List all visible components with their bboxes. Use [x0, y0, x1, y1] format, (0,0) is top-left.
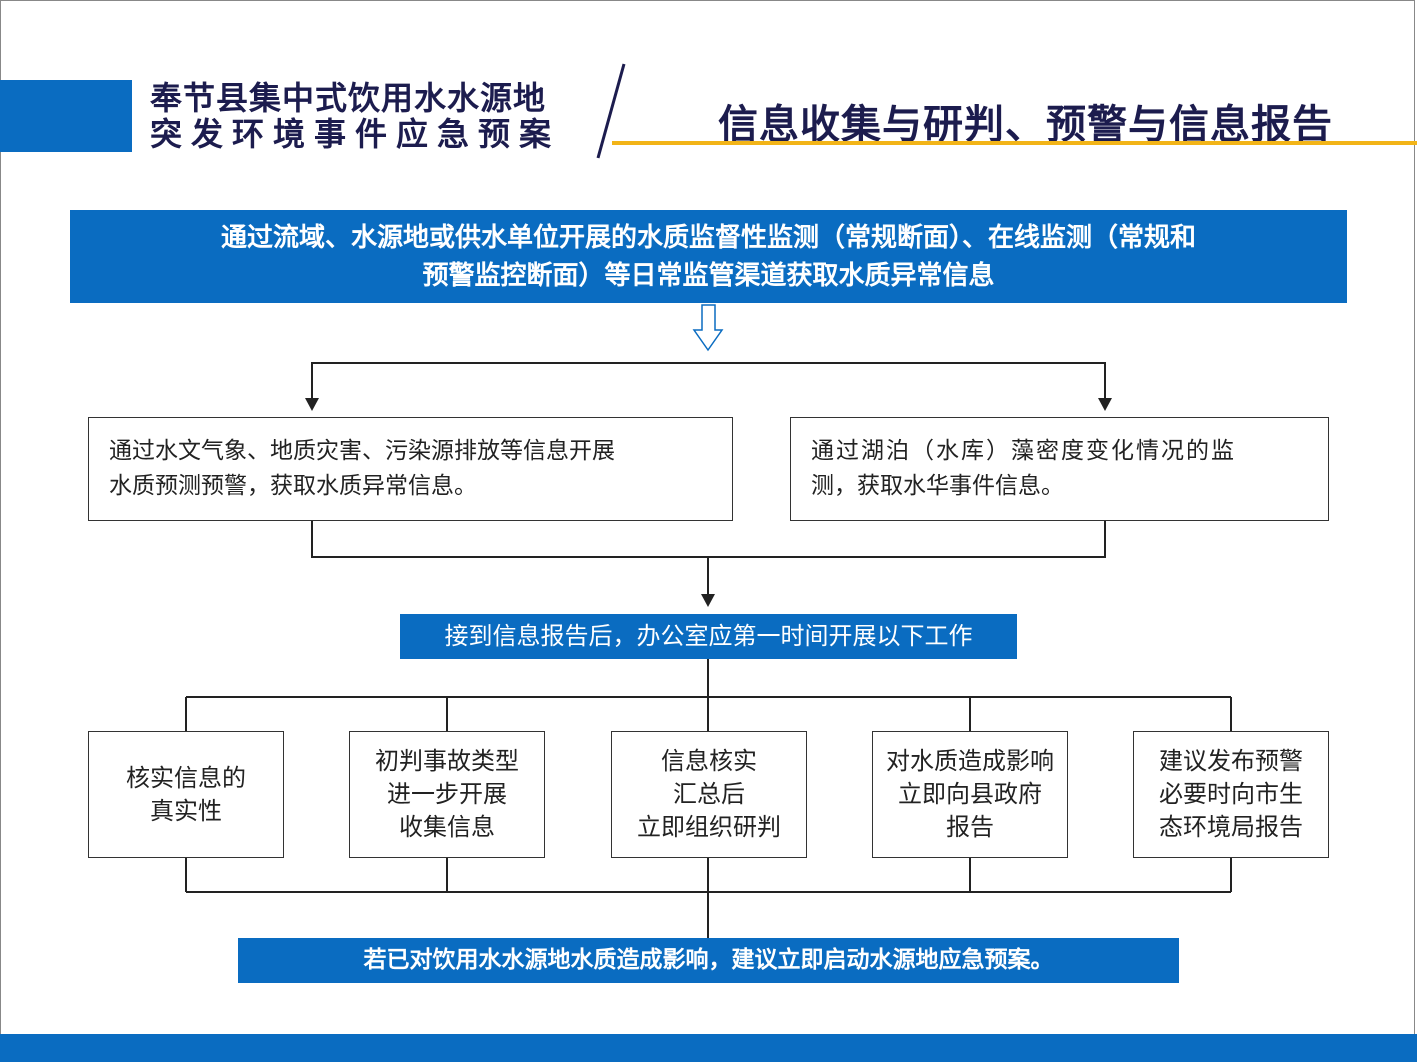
step-box-warning: 建议发布预警 必要时向市生 态环境局报告	[1133, 731, 1329, 858]
monitoring-source-box: 通过流域、水源地或供水单位开展的水质监督性监测（常规断面）、在线监测（常规和 预…	[70, 210, 1347, 303]
step-box-verify: 核实信息的 真实性	[88, 731, 284, 858]
step-line: 立即组织研判	[637, 813, 781, 841]
forecast-warning-line1: 通过水文气象、地质灾害、污染源排放等信息开展	[109, 438, 615, 464]
plan-title-line1: 奉节县集中式饮用水水源地	[150, 79, 547, 117]
step-line: 初判事故类型	[375, 747, 519, 775]
step-line: 必要时向市生	[1159, 780, 1303, 808]
footer-band	[0, 1034, 1417, 1062]
step-line: 对水质造成影响	[886, 747, 1054, 775]
plan-title: 奉节县集中式饮用水水源地 突发环境事件应急预案	[150, 80, 600, 152]
step-line: 核实信息的	[126, 763, 246, 792]
step-line: 立即向县政府	[898, 780, 1042, 808]
monitoring-source-line2: 预警监控断面）等日常监管渠道获取水质异常信息	[422, 261, 995, 291]
hollow-down-arrow	[692, 304, 724, 352]
merge-connector	[311, 521, 1106, 558]
step-line: 汇总后	[673, 780, 745, 808]
step-line: 报告	[946, 813, 994, 841]
header-slash-divider	[596, 63, 626, 159]
step-line: 真实性	[150, 796, 222, 825]
step-line: 收集信息	[399, 813, 495, 841]
step-box-report-county: 对水质造成影响 立即向县政府 报告	[872, 731, 1068, 858]
split-connector	[311, 362, 1106, 400]
section-title: 信息收集与研判、预警与信息报告	[718, 101, 1333, 148]
header-gold-rule	[612, 141, 1417, 145]
step-box-analyze: 信息核实 汇总后 立即组织研判	[611, 731, 807, 858]
forecast-warning-line2: 水质预测预警，获取水质异常信息。	[109, 473, 477, 499]
monitoring-source-line1: 通过流域、水源地或供水单位开展的水质监督性监测（常规断面）、在线监测（常规和	[220, 223, 1196, 253]
emergency-plan-bar: 若已对饮用水水源地水质造成影响，建议立即启动水源地应急预案。	[238, 938, 1179, 983]
forecast-warning-box: 通过水文气象、地质灾害、污染源排放等信息开展 水质预测预警，获取水质异常信息。	[88, 417, 733, 521]
algae-monitoring-box: 通过湖泊（水库）藻密度变化情况的监 测，获取水华事件信息。	[790, 417, 1329, 521]
step-line: 建议发布预警	[1159, 747, 1303, 775]
header-blue-block	[0, 80, 132, 152]
step-line: 态环境局报告	[1159, 813, 1303, 841]
plan-title-line2: 突发环境事件应急预案	[150, 115, 561, 153]
algae-monitoring-line1: 通过湖泊（水库）藻密度变化情况的监	[811, 438, 1236, 464]
step-line: 信息核实	[661, 747, 757, 775]
step-line: 进一步开展	[387, 780, 507, 808]
step-box-classify: 初判事故类型 进一步开展 收集信息	[349, 731, 545, 858]
algae-monitoring-line2: 测，获取水华事件信息。	[811, 473, 1064, 499]
office-action-bar: 接到信息报告后，办公室应第一时间开展以下工作	[400, 614, 1017, 659]
